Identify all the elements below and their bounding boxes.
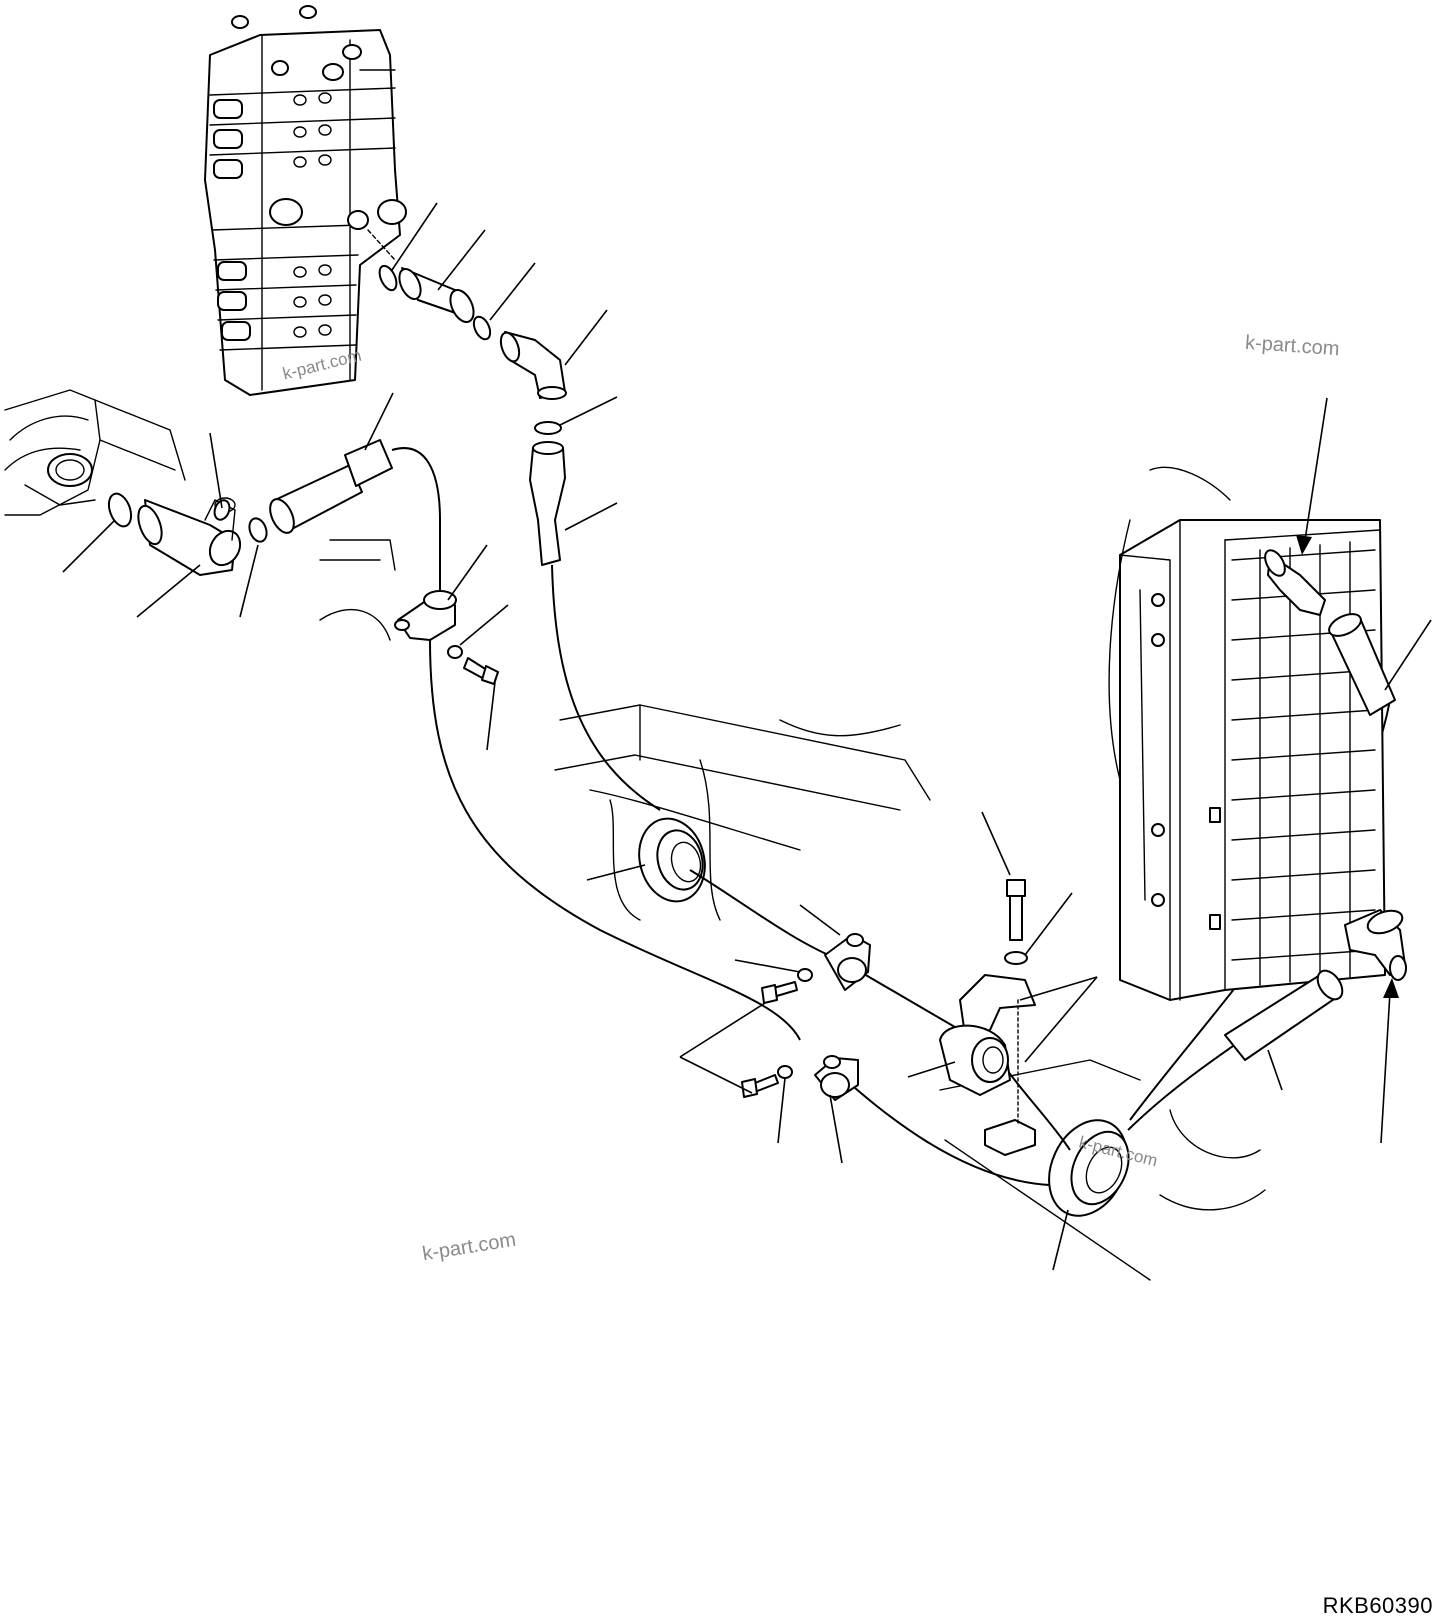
grommet [638, 817, 706, 903]
bolt [761, 981, 798, 1004]
clamp [814, 1055, 859, 1101]
frame [319, 539, 1266, 1281]
washer [797, 968, 813, 982]
bolt [1006, 879, 1026, 941]
oil-cooler [1108, 466, 1386, 1001]
swing-motor [4, 389, 186, 516]
bolt [741, 1074, 779, 1098]
hose [391, 447, 441, 590]
washer [777, 1065, 793, 1079]
o-ring [213, 499, 268, 543]
adapter [398, 267, 475, 323]
hose [689, 869, 961, 1031]
o-ring [472, 315, 492, 341]
hose [551, 564, 661, 811]
hose [1328, 613, 1396, 716]
washer [447, 645, 463, 659]
clamp [394, 590, 457, 641]
elbow [1264, 549, 1326, 616]
o-ring [534, 421, 562, 435]
drawing-code: RKB60390 [1322, 1593, 1433, 1618]
clamp [939, 974, 1036, 1096]
control-valve [204, 5, 407, 396]
bracket [984, 999, 1036, 1156]
elbow [1344, 909, 1407, 981]
hose [429, 639, 801, 1041]
o-ring [378, 264, 398, 292]
clamp [824, 933, 871, 991]
elbow [137, 497, 242, 576]
washer [1004, 951, 1028, 965]
grommet [1048, 1119, 1130, 1217]
hose [1224, 969, 1344, 1061]
elbow [499, 331, 567, 400]
hose [839, 1074, 1051, 1186]
o-ring [107, 492, 133, 528]
bolt [463, 657, 499, 685]
leader-lines [62, 202, 1432, 1271]
hose [529, 441, 566, 566]
hose [269, 439, 393, 534]
